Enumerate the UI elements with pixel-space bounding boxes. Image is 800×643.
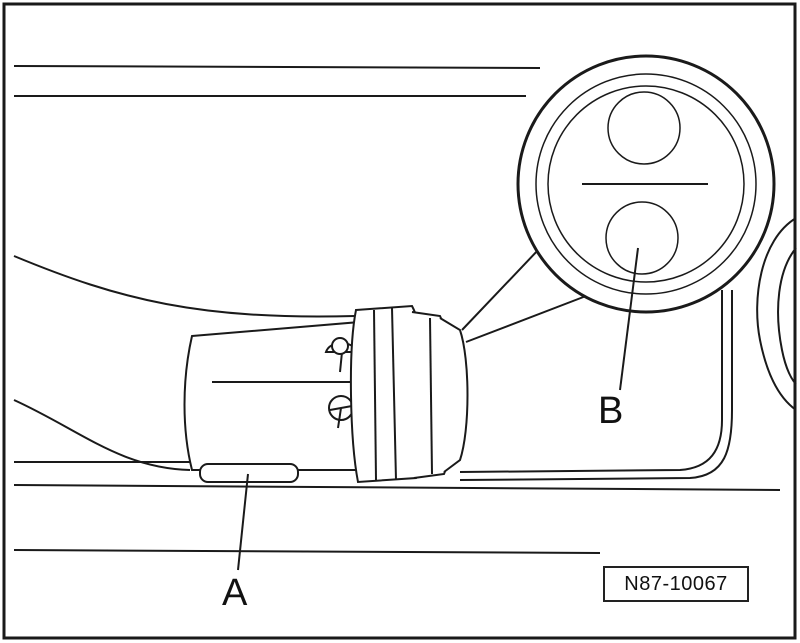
- windshield-wiper-symbol-icon: [324, 337, 360, 373]
- figure-id-text: N87-10067: [624, 572, 728, 595]
- callout-label-b: B: [598, 390, 624, 432]
- detail-lower-button-b: [605, 201, 679, 275]
- dashboard-lines: [13, 65, 797, 554]
- callout-leader-b: [619, 247, 639, 391]
- callout-leaders: [237, 247, 639, 571]
- detail-magnifier: [516, 54, 776, 314]
- figure-id-box: N87-10067: [603, 566, 749, 602]
- detail-leader-lines: [461, 247, 587, 343]
- callout-leader-a: [237, 473, 249, 571]
- wiper-stalk: [183, 320, 370, 483]
- detail-upper-button: [607, 91, 681, 165]
- rotary-knob: [349, 304, 469, 484]
- push-button-a: [199, 463, 299, 483]
- callout-label-a: A: [222, 572, 248, 614]
- rear-wiper-symbol-icon: [328, 395, 354, 429]
